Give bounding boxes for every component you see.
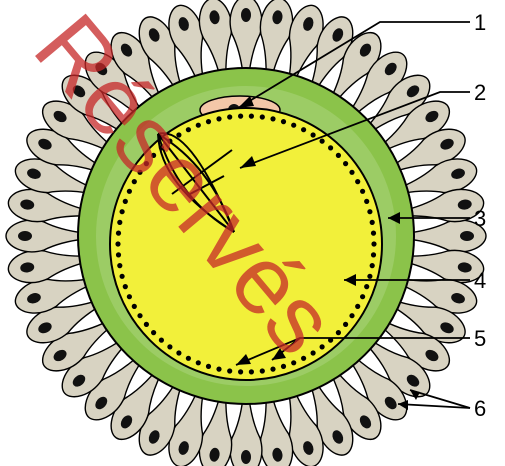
follicle-cell: [230, 398, 262, 466]
cortical-granule: [123, 284, 128, 289]
cortical-granule: [120, 274, 125, 279]
cortical-granule: [370, 220, 375, 225]
cortical-granule: [260, 114, 265, 119]
cortical-granule: [216, 367, 221, 372]
cortical-granule: [117, 263, 122, 268]
cortical-granule: [137, 313, 142, 318]
cortical-granule: [176, 350, 181, 355]
cortical-granule: [343, 322, 348, 327]
cortical-granule: [367, 209, 372, 214]
cortical-granule: [238, 369, 243, 374]
cortical-granule: [371, 252, 376, 257]
cortical-granule: [336, 153, 341, 158]
label-1: 1: [474, 10, 486, 35]
cortical-granule: [249, 369, 254, 374]
cortical-granule: [360, 294, 365, 299]
follicle-cell: [230, 0, 262, 74]
cortical-granule: [349, 170, 354, 175]
cortical-granule: [196, 360, 201, 365]
cortical-granule: [364, 199, 369, 204]
cortical-granule: [311, 350, 316, 355]
cortical-granule: [320, 139, 325, 144]
cortical-granule: [367, 274, 372, 279]
cortical-granule: [167, 344, 172, 349]
cortical-granule: [371, 231, 376, 236]
cortical-granule: [206, 364, 211, 369]
cortical-granule: [186, 356, 191, 361]
follicle-cell: [6, 220, 84, 252]
cortical-granule: [238, 114, 243, 119]
cortical-granule: [301, 356, 306, 361]
cortical-granule: [355, 179, 360, 184]
cortical-granule: [336, 330, 341, 335]
cortical-granule: [260, 368, 265, 373]
cortical-granule: [117, 220, 122, 225]
cortical-granule: [364, 284, 369, 289]
cortical-granule: [227, 114, 232, 119]
cortical-granule: [301, 127, 306, 132]
cortical-granule: [291, 123, 296, 128]
cortical-granule: [120, 209, 125, 214]
label-5: 5: [474, 326, 486, 351]
cortical-granule: [206, 119, 211, 124]
cortical-granule: [311, 132, 316, 137]
cortical-granule: [281, 119, 286, 124]
cortical-granule: [127, 294, 132, 299]
cortical-granule: [116, 231, 121, 236]
cortical-granule: [360, 189, 365, 194]
cortical-granule: [227, 368, 232, 373]
cortical-granule: [371, 241, 376, 246]
cortical-granule: [343, 161, 348, 166]
label-3: 3: [474, 206, 486, 231]
cortical-granule: [270, 116, 275, 121]
cortical-granule: [249, 114, 254, 119]
cortical-granule: [132, 304, 137, 309]
cortical-granule: [370, 263, 375, 268]
cortical-granule: [159, 338, 164, 343]
cortical-granule: [115, 241, 120, 246]
cortical-granule: [123, 199, 128, 204]
cortical-granule: [328, 145, 333, 150]
cortical-granule: [144, 322, 149, 327]
cortical-granule: [291, 360, 296, 365]
cortical-granule: [116, 252, 121, 257]
cortical-granule: [349, 313, 354, 318]
label-4: 4: [474, 268, 486, 293]
label-2: 2: [474, 80, 486, 105]
cortical-granule: [151, 330, 156, 335]
cortical-granule: [216, 116, 221, 121]
label-6: 6: [474, 396, 486, 421]
cortical-granule: [320, 344, 325, 349]
